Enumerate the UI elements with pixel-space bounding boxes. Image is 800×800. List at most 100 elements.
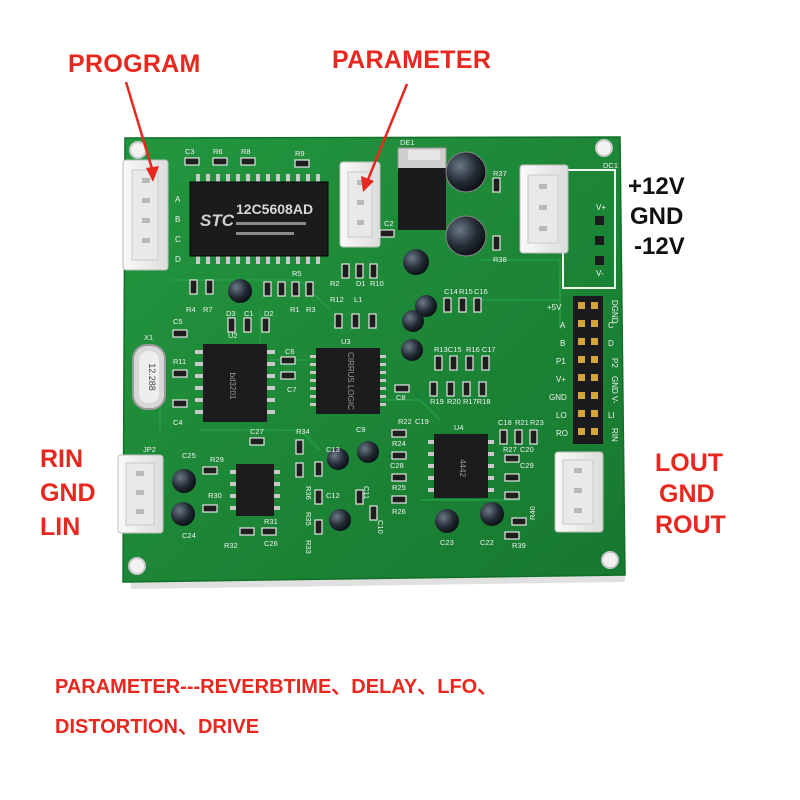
svg-text:C23: C23 [440, 538, 454, 547]
output-labels: LOUT GND ROUT [655, 448, 726, 541]
output-label-rout: ROUT [655, 511, 726, 539]
svg-text:R32: R32 [224, 541, 238, 550]
svg-text:V-: V- [596, 269, 604, 278]
program-callout: PROGRAM [68, 50, 201, 78]
svg-text:DC1: DC1 [603, 161, 618, 170]
svg-text:R15: R15 [459, 287, 473, 296]
power-labels: +12V GND -12V [628, 172, 685, 262]
svg-text:U3: U3 [341, 337, 351, 346]
svg-text:R40: R40 [528, 506, 537, 520]
svg-text:C6: C6 [285, 347, 295, 356]
svg-text:A: A [175, 195, 181, 204]
output-label-gnd: GND [659, 480, 715, 508]
svg-text:C16: C16 [474, 287, 488, 296]
svg-text:B: B [175, 215, 180, 224]
dsp-chip: CIRRUS LOGIC [310, 348, 386, 414]
svg-text:R33: R33 [304, 540, 313, 554]
header-left-labels: +5V A B P1 V+ GND LO RO [547, 303, 568, 438]
power-label-pos: +12V [628, 173, 685, 200]
svg-text:R12: R12 [330, 295, 344, 304]
svg-text:C25: C25 [182, 451, 196, 460]
svg-text:R36: R36 [304, 486, 313, 500]
power-connector [519, 164, 569, 254]
svg-text:C9: C9 [356, 425, 366, 434]
parameter-connector [339, 161, 381, 248]
svg-text:D: D [608, 339, 614, 348]
svg-text:R3: R3 [306, 305, 316, 314]
opamp-chip: 4442 [428, 434, 494, 498]
svg-text:R23: R23 [530, 418, 544, 427]
svg-text:C18: C18 [498, 418, 512, 427]
svg-text:C1: C1 [244, 309, 254, 318]
mount-hole [595, 139, 613, 157]
svg-text:C4: C4 [173, 418, 183, 427]
svg-text:R29: R29 [210, 455, 224, 464]
svg-text:R1: R1 [290, 305, 300, 314]
svg-text:D3: D3 [226, 309, 236, 318]
output-connector [554, 451, 604, 533]
input-connector [117, 454, 164, 534]
svg-text:R37: R37 [493, 169, 507, 178]
pin-header [573, 296, 603, 444]
svg-text:R5: R5 [292, 269, 302, 278]
left-ic-text: bd3201 [228, 373, 237, 400]
svg-text:C: C [608, 321, 614, 330]
svg-text:RO: RO [556, 429, 568, 438]
svg-text:R31: R31 [264, 517, 278, 526]
svg-text:L1: L1 [354, 295, 362, 304]
crystal: 12.288 [132, 344, 166, 410]
mount-hole [128, 557, 146, 575]
svg-text:B: B [560, 339, 565, 348]
svg-text:LO: LO [556, 411, 567, 420]
svg-text:R17R18: R17R18 [463, 397, 491, 406]
svg-text:U2: U2 [228, 331, 238, 340]
smd-passives [172, 157, 538, 540]
svg-text:P1: P1 [556, 357, 566, 366]
svg-text:C14: C14 [444, 287, 458, 296]
svg-text:GND: GND [610, 376, 619, 394]
regulator [397, 147, 447, 230]
svg-text:R22: R22 [398, 417, 412, 426]
power-label-neg: -12V [634, 233, 685, 260]
left-ic: bd3201 [195, 344, 275, 422]
svg-text:C27: C27 [250, 427, 264, 436]
svg-text:C28: C28 [390, 461, 404, 470]
svg-text:C12: C12 [326, 491, 340, 500]
svg-text:D1: D1 [356, 279, 366, 288]
power-pads [595, 216, 604, 265]
svg-text:C26: C26 [264, 539, 278, 548]
electrolytic-caps [171, 151, 504, 533]
svg-text:R30: R30 [208, 491, 222, 500]
svg-text:R35: R35 [304, 512, 313, 526]
svg-text:LI: LI [608, 411, 615, 420]
opamp-text: 4442 [458, 459, 467, 477]
svg-text:C24: C24 [182, 531, 196, 540]
svg-text:R39: R39 [512, 541, 526, 550]
svg-text:C5: C5 [173, 317, 183, 326]
svg-text:R34: R34 [296, 427, 310, 436]
svg-text:R16 C17: R16 C17 [466, 345, 496, 354]
caption-line-1: PARAMETER---REVERBTIME、DELAY、LFO、 [55, 676, 498, 698]
header-right-labels: DGND C D P2 GND V- LI RIN [608, 300, 619, 442]
svg-text:R19: R19 [430, 397, 444, 406]
program-pin-labels: A B C D [175, 195, 181, 264]
power-label-gnd: GND [630, 203, 684, 230]
svg-text:P2: P2 [610, 358, 619, 368]
svg-text:C10: C10 [376, 520, 385, 534]
mcu-brand-text: STC [200, 211, 235, 230]
program-connector [122, 159, 169, 271]
svg-text:D: D [175, 255, 181, 264]
input-label-lin: LIN [40, 513, 81, 541]
callout-arrows [124, 81, 409, 192]
svg-text:R6: R6 [213, 147, 223, 156]
svg-text:R11: R11 [173, 357, 186, 366]
svg-text:V+: V+ [556, 375, 566, 384]
svg-text:JP2: JP2 [143, 445, 156, 454]
svg-text:C20: C20 [520, 445, 534, 454]
svg-text:R9: R9 [295, 149, 305, 158]
svg-text:RIN: RIN [610, 428, 619, 442]
svg-text:R25: R25 [392, 483, 406, 492]
mcu-chip: STC 12C5608AD [189, 174, 329, 264]
dsp-chip-text: CIRRUS LOGIC [346, 352, 355, 410]
